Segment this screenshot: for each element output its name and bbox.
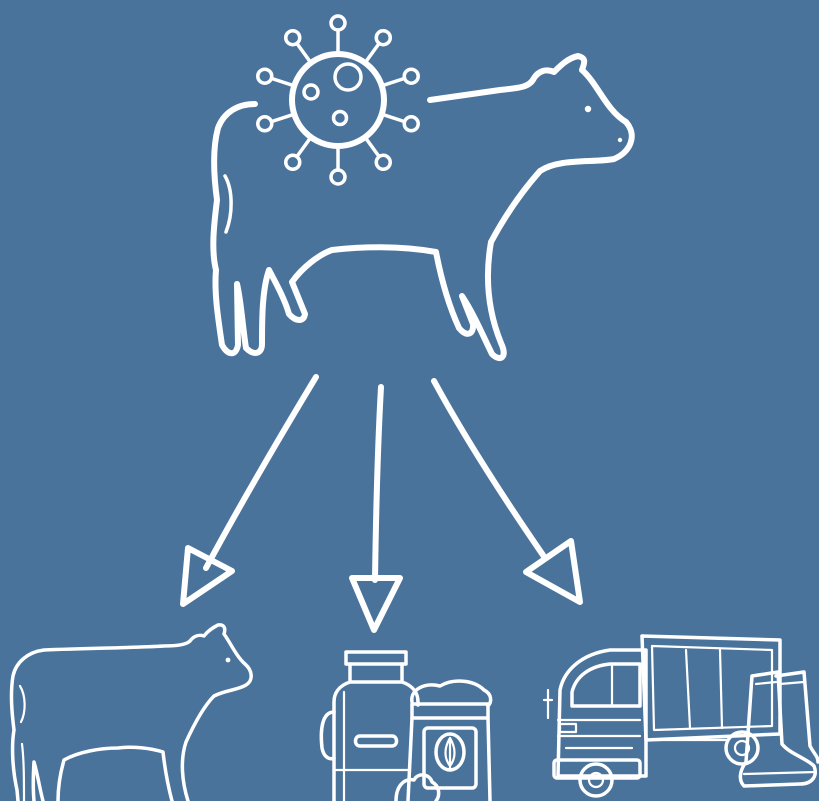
cow-nostril [618, 138, 622, 142]
cow-eye [226, 658, 231, 663]
cow-eye [585, 106, 591, 112]
